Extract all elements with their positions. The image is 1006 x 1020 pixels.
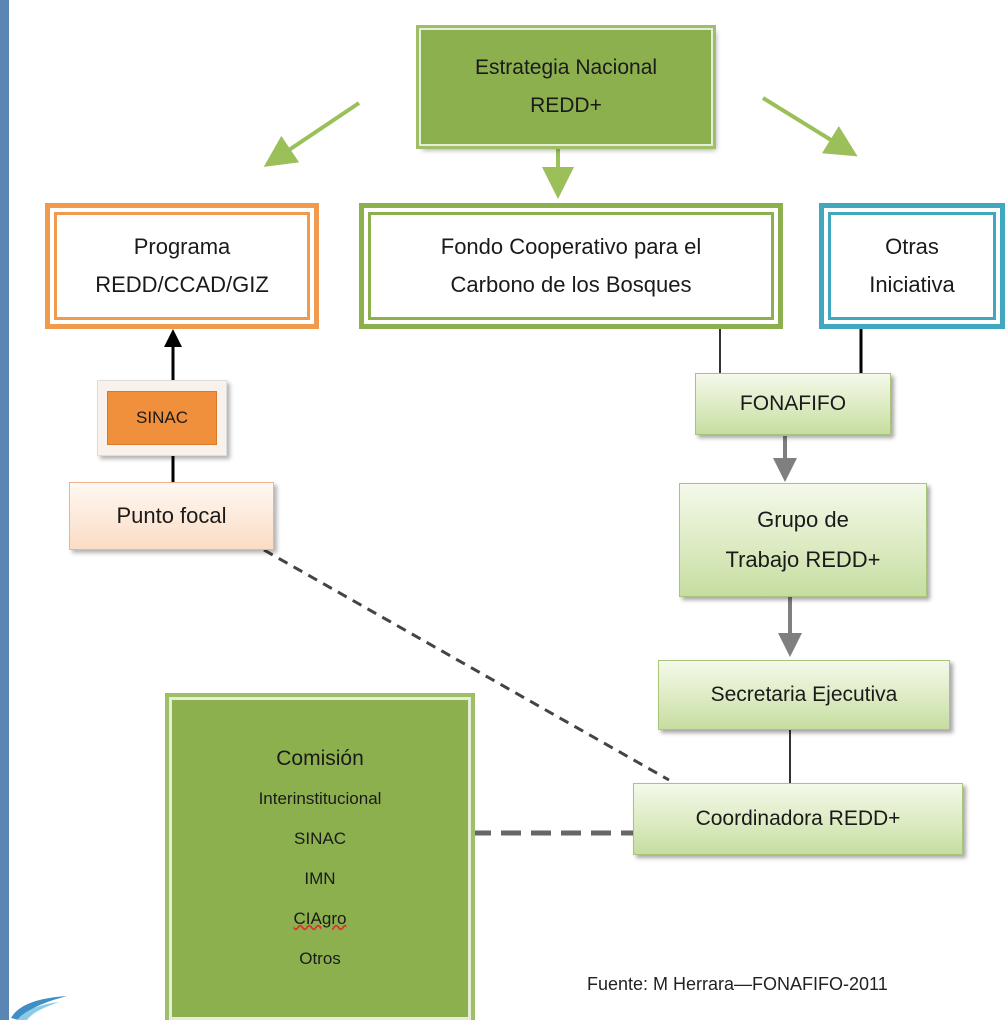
programa-line-2: REDD/CCAD/GIZ [95,272,269,297]
comision-title: Comisión [276,746,364,770]
sinac-node: SINAC [97,380,227,456]
fonafifo-label: FONAFIFO [739,392,847,415]
comision-node: Comisión Interinstitucional SINAC IMN CI… [169,697,471,1020]
otras-line-1: Otras [885,234,939,259]
fondo-inner-border [368,212,774,320]
logo-swoosh-icon [11,996,67,1020]
arrow-to-otras [761,96,858,157]
fondo-line-2: Carbono de los Bosques [450,272,692,297]
estrategia-line-2: REDD+ [530,94,602,117]
programa-node: Programa REDD/CCAD/GIZ [45,203,319,329]
estrategia-nacional-node: Estrategia Nacional REDD+ [419,28,713,146]
secretaria-ejecutiva-node: Secretaria Ejecutiva [658,660,950,730]
grupo-trabajo-node: Grupo de Trabajo REDD+ [679,483,927,597]
fondo-line-1: Fondo Cooperativo para el [440,234,702,259]
comision-item: Interinstitucional [258,788,382,808]
source-footer: Fuente: M Herrara—FONAFIFO-2011 [587,974,888,994]
comision-item: Otros [299,948,341,968]
otras-line-2: Iniciativa [869,272,955,297]
comision-item: IMN [304,868,336,888]
arrow-to-programa [263,101,361,167]
programa-line-1: Programa [133,234,231,259]
secretaria-label: Secretaria Ejecutiva [710,683,898,706]
fondo-cooperativo-node: Fondo Cooperativo para el Carbono de los… [359,203,783,329]
grupo-line-2: Trabajo REDD+ [725,547,881,572]
coordinadora-redd-node: Coordinadora REDD+ [633,783,963,855]
diagram-canvas: Estrategia Nacional REDD+ Programa REDD/… [9,0,1006,1020]
sinac-label: SINAC [107,391,217,445]
estrategia-line-1: Estrategia Nacional [474,56,658,79]
otras-inner-border [828,212,996,320]
dashed-focal-to-coordinadora [263,548,670,782]
comision-item: SINAC [294,828,346,848]
comision-item: CIAgro [293,908,347,928]
grupo-line-1: Grupo de [757,507,849,532]
programa-inner-border [54,212,310,320]
coordinadora-label: Coordinadora REDD+ [695,807,901,830]
punto-focal-label: Punto focal [116,503,227,528]
otras-iniciativa-node: Otras Iniciativa [819,203,1005,329]
fonafifo-node: FONAFIFO [695,373,891,435]
punto-focal-node: Punto focal [69,482,274,550]
